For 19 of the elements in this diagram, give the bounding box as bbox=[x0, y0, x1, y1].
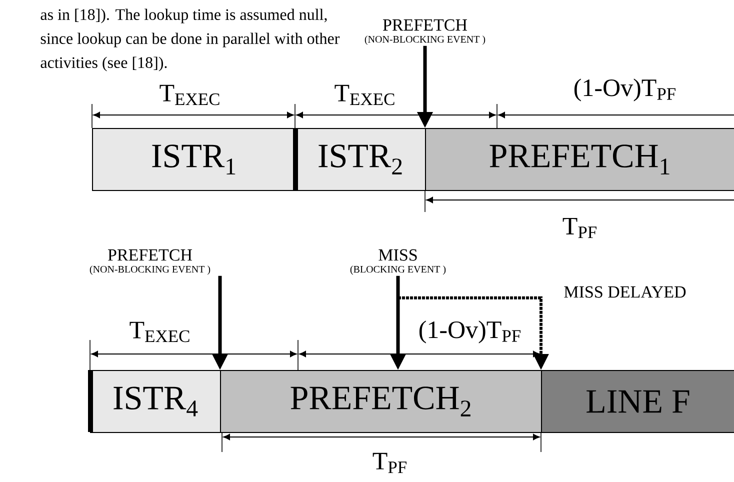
dimension-label: T$_{EXEC}$ bbox=[130, 322, 190, 342]
body-text: activities (see [18]). bbox=[40, 56, 167, 72]
bar-segment: ISTR$_{1}$ bbox=[92, 128, 296, 191]
bar-segment: PREFETCH$_{2}$ bbox=[220, 370, 542, 433]
bar-segment: ISTR$_{4}$ bbox=[90, 370, 221, 433]
dimension-label: T$_{EXEC}$ bbox=[334, 84, 394, 106]
bar-segment: ISTR$_{2}$ bbox=[295, 128, 426, 191]
edge-label: MISS DELAYED bbox=[564, 286, 686, 298]
event-label: PREFETCH (NON-BLOCKING EVENT ) bbox=[364, 19, 486, 45]
event-label: MISS (BLOCKING EVENT ) bbox=[350, 249, 446, 275]
dimension-label: T$_{PF}$ bbox=[562, 218, 596, 238]
bar-segment: PREFETCH$_{1}$ bbox=[425, 128, 734, 191]
body-text: since lookup can be done in parallel with other bbox=[40, 32, 340, 48]
event-label: PREFETCH (NON-BLOCKING EVENT ) bbox=[90, 249, 210, 275]
dimension-label: (1-Ov)T$_{PF}$ bbox=[419, 320, 520, 344]
dimension-label: (1-Ov)T$_{PF}$ bbox=[574, 78, 676, 102]
bar-segment: LINE F bbox=[541, 370, 734, 433]
body-text: as in [18]). The lookup time is assumed null, bbox=[40, 8, 327, 24]
dimension-label: T$_{EXEC}$ bbox=[160, 84, 220, 106]
